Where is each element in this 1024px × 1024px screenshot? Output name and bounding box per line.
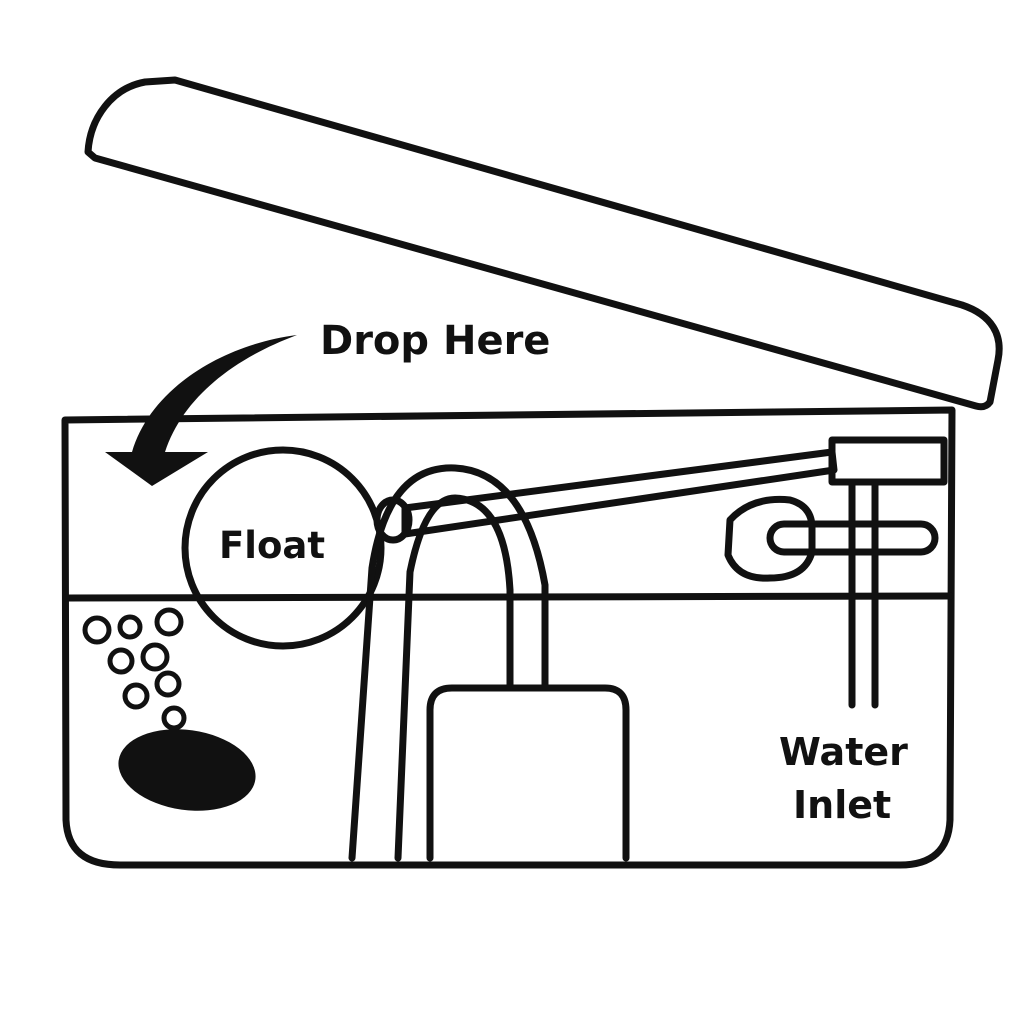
float-ball (181, 446, 385, 650)
bubble (82, 615, 112, 645)
flush-valve-housing (426, 684, 630, 862)
tank-body (61, 406, 956, 869)
drop-arrow-icon (105, 335, 297, 486)
bubbles (82, 607, 187, 731)
bubble (154, 670, 182, 698)
flush-handle (724, 495, 816, 582)
drop-here-label: Drop Here (320, 318, 550, 364)
bubble (154, 607, 184, 637)
water-inlet-label-line2: Inlet (793, 783, 891, 827)
fill-valve-head (828, 436, 948, 486)
water-inlet-label-line1: Water (779, 730, 908, 774)
bubble (107, 647, 135, 675)
tank-lid (84, 76, 1003, 411)
cleaning-tablet (118, 729, 256, 811)
bubble (122, 682, 150, 710)
bubble (140, 642, 170, 672)
bubble (161, 705, 187, 731)
float-label: Float (219, 524, 325, 567)
refill-tube-inner (394, 494, 514, 862)
refill-tube (348, 464, 549, 862)
bubble (117, 614, 143, 640)
